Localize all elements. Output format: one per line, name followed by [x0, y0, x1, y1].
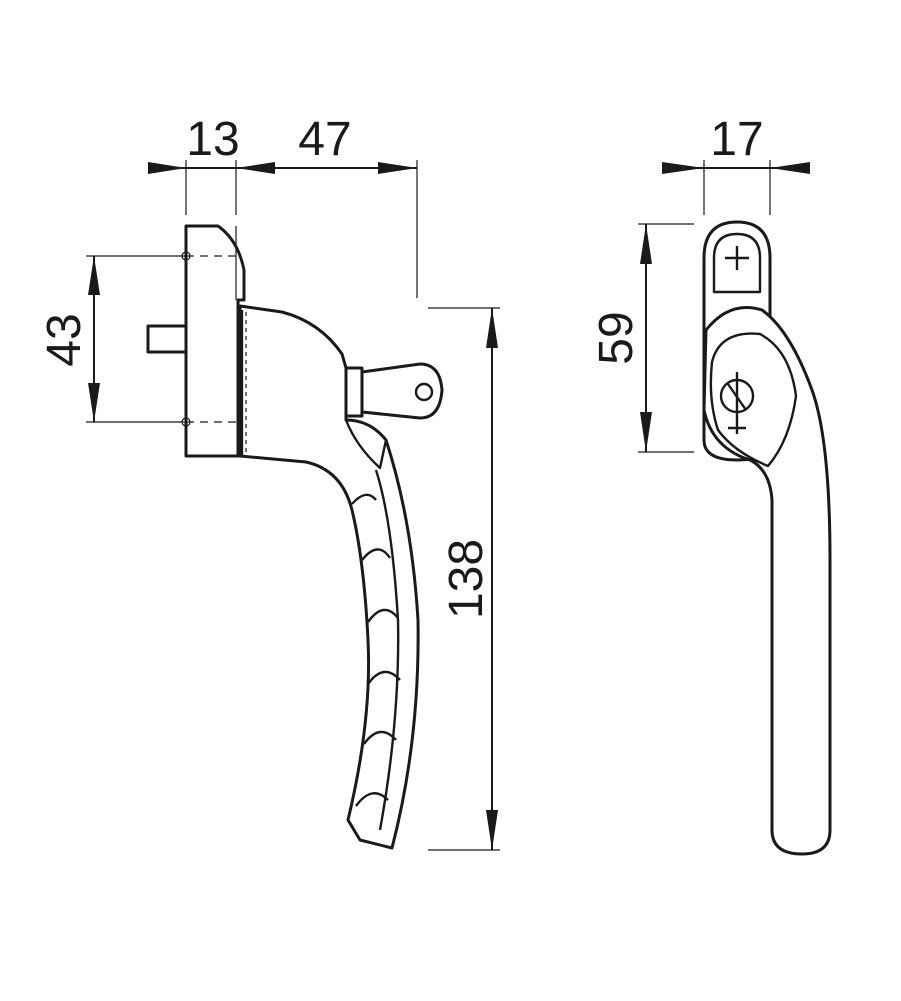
dim-label-138: 138 — [440, 539, 493, 619]
dim-top-front: 17 — [662, 113, 810, 215]
grip-ridges — [351, 469, 401, 831]
dim-label-43: 43 — [38, 313, 91, 366]
dim-label-47: 47 — [298, 113, 351, 166]
dim-label-59: 59 — [590, 311, 643, 364]
spindle-pin — [146, 324, 188, 354]
lock-cylinder — [344, 366, 364, 418]
dim-label-17: 17 — [710, 113, 763, 166]
screw-cover — [712, 232, 762, 294]
dim-left-side: 43 — [38, 255, 186, 423]
side-view: 13 47 43 138 — [38, 113, 500, 851]
dim-top-side: 13 47 — [148, 113, 418, 298]
dim-right-side: 138 — [428, 307, 500, 851]
key-hole-icon — [414, 382, 434, 402]
front-view: 17 59 — [590, 113, 832, 856]
dim-left-front: 59 — [590, 223, 694, 453]
lever-neck — [344, 419, 388, 470]
dim-label-13: 13 — [186, 113, 239, 166]
base-plate — [184, 224, 246, 458]
front-handle — [702, 306, 832, 856]
key — [360, 362, 444, 420]
handle-lever — [238, 304, 420, 850]
cylinder-rose — [709, 332, 798, 468]
